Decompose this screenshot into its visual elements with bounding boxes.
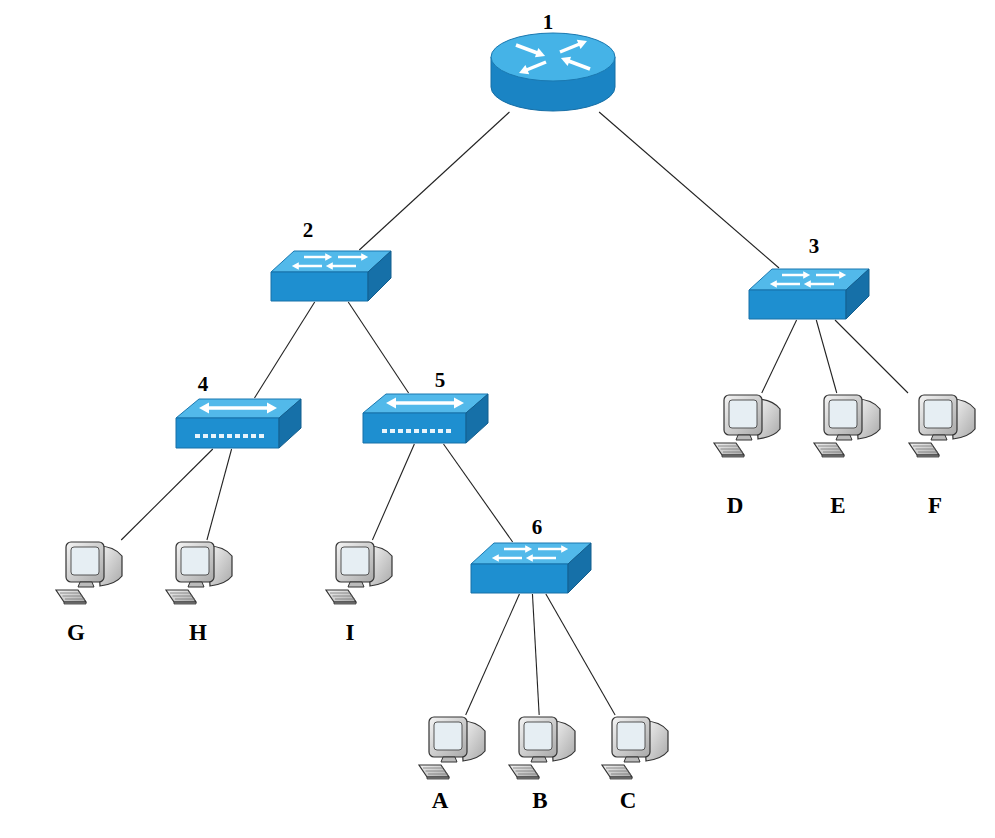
pc-icon [505,715,577,781]
pc-symbol [509,717,575,779]
switch-icon [270,250,392,302]
pc-symbol [166,542,232,604]
host-letter: H [189,620,207,645]
pc-symbol [814,395,880,457]
device-label-box: G [67,621,85,644]
switch-symbol [749,269,869,319]
hub-symbol [363,394,488,443]
device-label-box: 3 [809,236,820,257]
pc-icon [810,393,882,459]
network-link [816,320,836,393]
device-label-box: 2 [303,220,314,241]
network-link [359,112,509,250]
host-letter: D [727,493,744,518]
host-letter: G [67,620,85,645]
network-link [762,320,797,393]
network-link [466,594,520,715]
device-label-box: F [928,494,942,517]
pc-node: E [810,393,882,459]
device-label-box: C [620,789,637,812]
pc-symbol [56,542,122,604]
device-number: 2 [303,218,314,242]
device-number: 5 [435,368,446,392]
switch-symbol [471,543,591,593]
pc-symbol [326,542,392,604]
pc-icon [598,715,670,781]
router-symbol [491,33,615,111]
device-label-box: 5 [435,370,446,391]
pc-symbol [419,717,485,779]
device-label-box: 6 [532,517,543,538]
hub-symbol [176,399,301,448]
device-label-box: B [532,789,547,812]
network-link [835,320,908,393]
host-letter: C [620,788,637,813]
host-letter: E [830,493,845,518]
switch-icon [470,542,592,594]
network-link [443,444,512,542]
host-letter: A [432,788,449,813]
device-label-box: H [189,621,207,644]
device-number: 1 [543,10,554,34]
network-link [207,449,232,540]
host-letter: I [346,620,355,645]
pc-icon [905,393,977,459]
device-label-box: D [727,494,744,517]
pc-icon [415,715,487,781]
pc-node: D [710,393,782,459]
switch-symbol [271,251,391,301]
router-node: 1 [490,32,616,112]
network-link [121,449,213,540]
network-link [254,302,314,398]
switch-node: 6 [470,542,592,594]
network-link [546,594,615,715]
network-link [599,112,779,268]
device-label-box: 1 [543,12,554,33]
pc-node: C [598,715,670,781]
pc-node: G [52,540,124,606]
host-letter: B [532,788,547,813]
device-number: 6 [532,515,543,539]
device-label-box: I [346,621,355,644]
pc-icon [52,540,124,606]
pc-icon [322,540,394,606]
device-label-box: E [830,494,845,517]
network-link [532,594,539,715]
device-label-box: A [432,789,449,812]
pc-symbol [909,395,975,457]
pc-node: I [322,540,394,606]
pc-node: H [162,540,234,606]
pc-icon [710,393,782,459]
device-number: 4 [198,372,209,396]
hub-icon [175,398,302,449]
pc-symbol [602,717,668,779]
switch-node: 2 [270,250,392,302]
device-label-box: 4 [198,374,209,395]
switch-node: 3 [748,268,870,320]
hub-node: 4 [175,398,302,449]
pc-node: B [505,715,577,781]
router-icon [490,32,616,112]
hub-node: 5 [362,393,489,444]
switch-icon [748,268,870,320]
hub-icon [362,393,489,444]
host-letter: F [928,493,942,518]
network-link [348,302,408,393]
network-link [372,444,414,540]
device-number: 3 [809,234,820,258]
pc-node: A [415,715,487,781]
pc-node: F [905,393,977,459]
pc-symbol [714,395,780,457]
pc-icon [162,540,234,606]
